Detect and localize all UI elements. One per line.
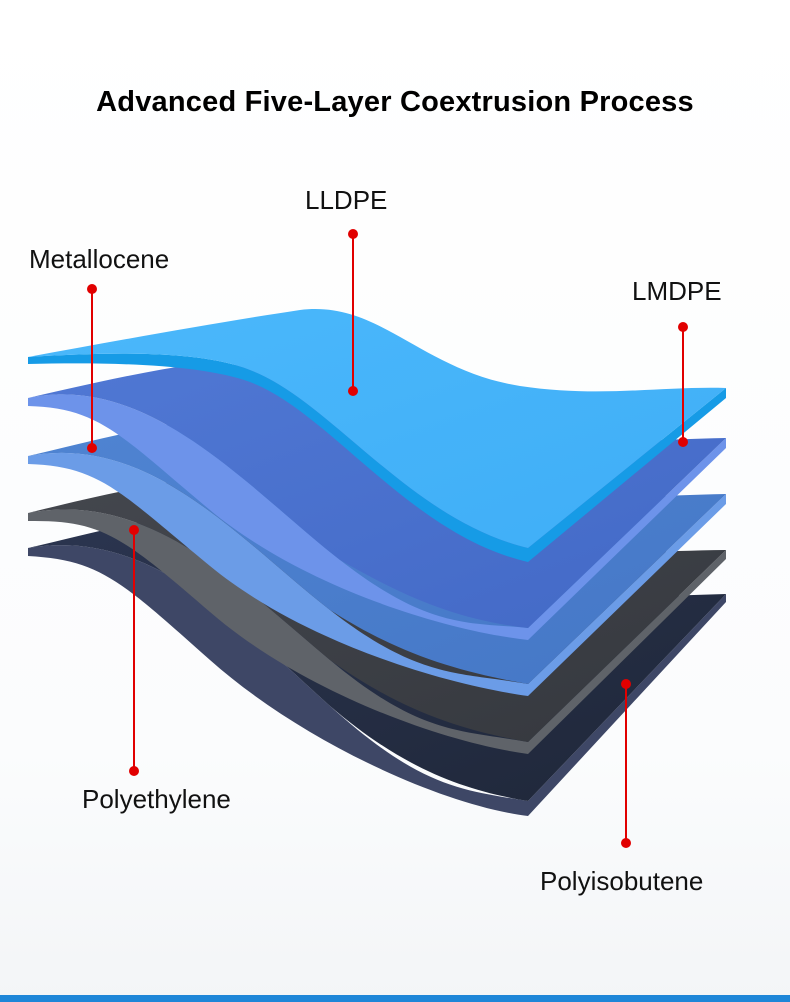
label-lldpe: LLDPE bbox=[305, 185, 388, 215]
label-polyisobutene: Polyisobutene bbox=[540, 866, 704, 896]
label-metallocene: Metallocene bbox=[29, 244, 170, 274]
callout-lldpe bbox=[348, 229, 358, 396]
label-polyethylene: Polyethylene bbox=[82, 784, 231, 814]
label-lmdpe: LMDPE bbox=[632, 276, 722, 306]
page-title: Advanced Five-Layer Coextrusion Process bbox=[96, 86, 694, 118]
callout-metallocene bbox=[87, 284, 97, 453]
top-layer bbox=[28, 309, 726, 562]
bottom-accent-bar bbox=[0, 995, 790, 1002]
second-layer bbox=[28, 363, 726, 640]
callout-lmdpe bbox=[678, 322, 688, 447]
callout-polyisobutene bbox=[621, 679, 631, 848]
callout-polyethylene bbox=[129, 525, 139, 776]
